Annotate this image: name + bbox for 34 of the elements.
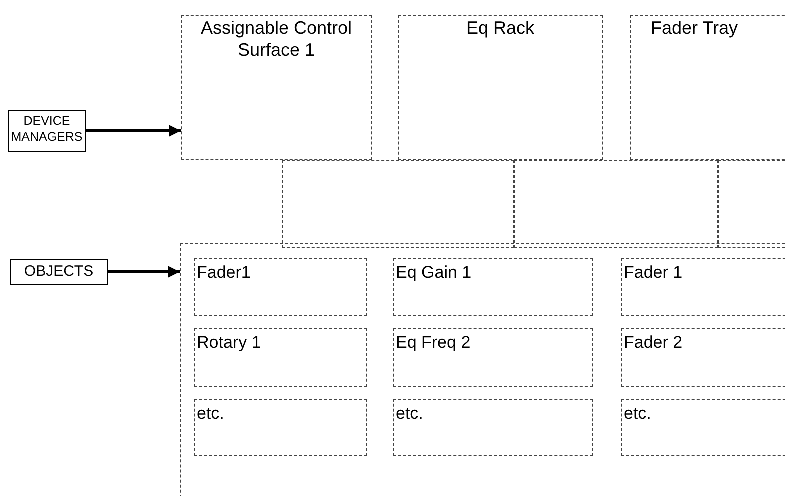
dotted-box bbox=[621, 328, 785, 387]
node-label: Assignable Control Surface 1 bbox=[200, 17, 354, 62]
node-label: DEVICE MANAGERS bbox=[10, 113, 84, 146]
dotted-frame bbox=[514, 160, 718, 248]
dotted-box bbox=[181, 15, 372, 160]
dotted-frame bbox=[180, 243, 785, 496]
dotted-box bbox=[194, 399, 367, 456]
node-label: etc. bbox=[623, 403, 652, 424]
node-label: etc. bbox=[196, 403, 226, 424]
node-label: OBJECTS bbox=[23, 262, 95, 282]
node-label: Eq Gain 1 bbox=[395, 262, 473, 284]
dotted-box bbox=[194, 258, 367, 316]
dotted-box bbox=[393, 258, 593, 316]
node-label: Rotary 1 bbox=[196, 332, 262, 354]
dotted-box bbox=[393, 399, 593, 456]
dotted-box bbox=[393, 328, 593, 387]
dotted-box bbox=[630, 15, 785, 160]
label-box bbox=[10, 259, 108, 285]
dotted-box bbox=[398, 15, 603, 160]
label-box bbox=[8, 110, 86, 152]
dotted-box bbox=[621, 399, 785, 456]
node-label: etc. bbox=[395, 403, 424, 424]
arrow bbox=[108, 266, 180, 278]
dotted-frame bbox=[718, 160, 785, 248]
dotted-frame bbox=[282, 160, 514, 248]
node-label: Eq Freq 2 bbox=[395, 332, 472, 354]
node-label: Fader Tray bbox=[650, 17, 740, 40]
node-label: Fader 1 bbox=[623, 262, 684, 284]
arrow bbox=[86, 125, 181, 137]
node-label: Fader1 bbox=[196, 262, 252, 284]
node-label: Fader 2 bbox=[623, 332, 684, 354]
dotted-box bbox=[194, 328, 367, 387]
dotted-box bbox=[621, 258, 785, 316]
node-label: Eq Rack bbox=[465, 17, 536, 40]
